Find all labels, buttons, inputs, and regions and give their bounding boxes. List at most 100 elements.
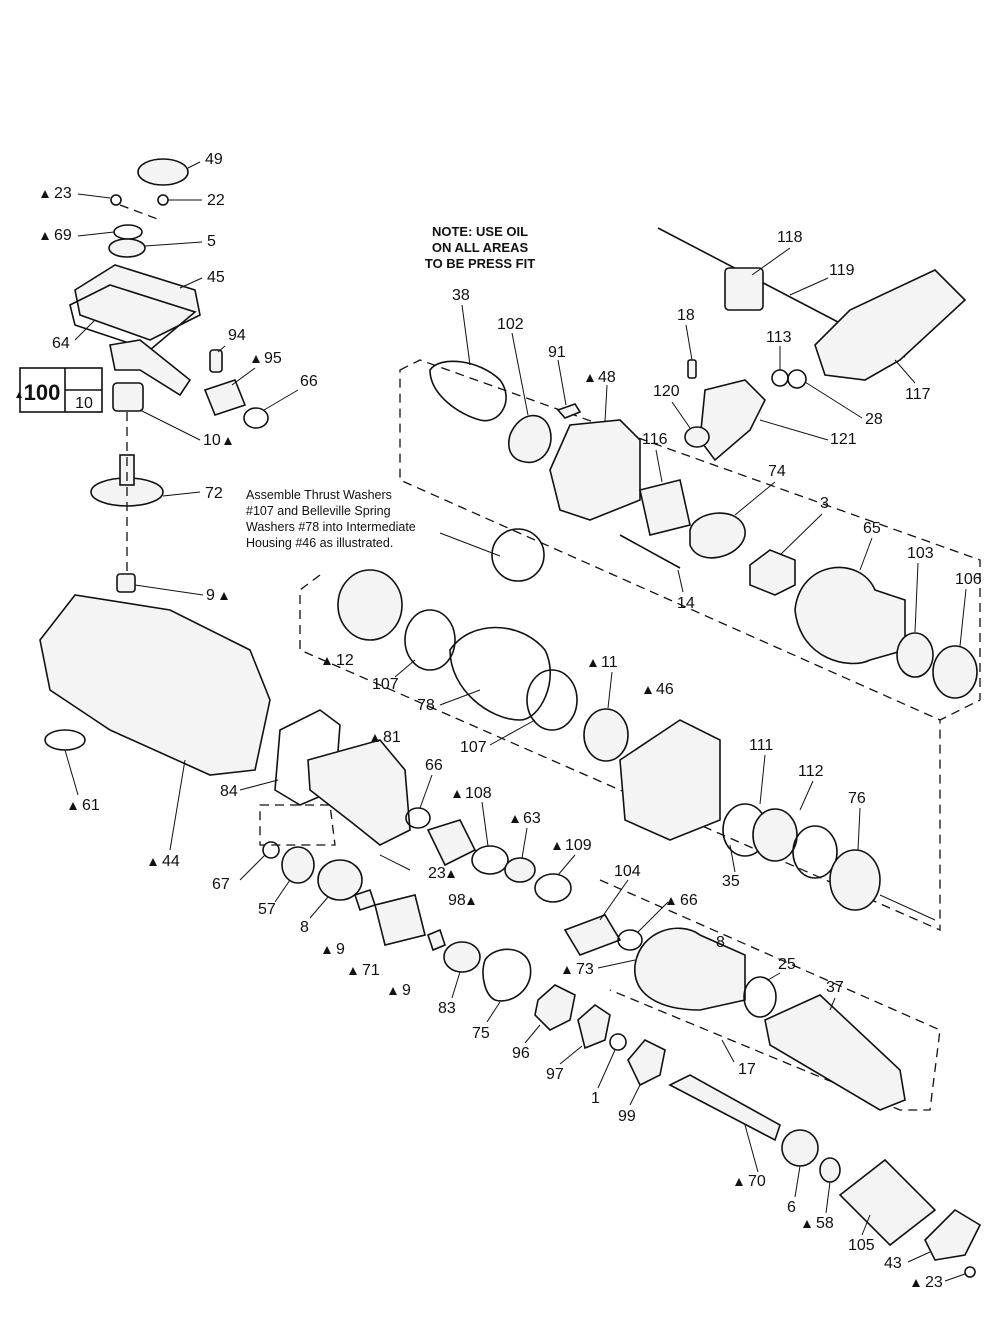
callout-116: 116 — [642, 431, 668, 448]
leader-111 — [759, 754, 766, 805]
callout-1: 1 — [591, 1090, 600, 1107]
part-66-o-ring-b — [405, 807, 431, 829]
kit-box-bottom: 10 — [75, 395, 93, 412]
leader-63 — [521, 827, 528, 859]
leader-23a — [77, 193, 111, 199]
leader-103 — [914, 562, 919, 633]
callout-58: 58 — [816, 1215, 834, 1232]
instruction-leader — [439, 532, 501, 557]
part-65-barrel — [794, 566, 906, 665]
middle-group-boundary — [299, 574, 941, 931]
leader-104 — [599, 879, 629, 921]
callout-61: 61 — [82, 797, 100, 814]
part-43-flange — [924, 1208, 982, 1261]
part-12-needle-bearing — [337, 569, 403, 641]
leader-70 — [744, 1124, 759, 1173]
tri-81 — [371, 734, 379, 742]
callout-14: 14 — [677, 595, 695, 612]
callout-99: 99 — [618, 1108, 636, 1125]
callout-49: 49 — [205, 151, 223, 168]
callout-73: 73 — [576, 961, 594, 978]
callout-23b: 23 — [428, 865, 446, 882]
callout-64: 64 — [52, 335, 70, 352]
leader-106 — [959, 588, 967, 647]
leader-25 — [767, 972, 781, 981]
callout-98: 98 — [448, 892, 466, 909]
callout-72: 72 — [205, 485, 223, 502]
kit-box-top: 100 — [24, 380, 61, 405]
tri-71 — [349, 967, 357, 975]
leader-121 — [759, 419, 829, 441]
leader-61 — [64, 749, 79, 796]
leader-49 — [187, 161, 201, 169]
part-8-bearing — [317, 859, 363, 901]
leader-35 — [729, 844, 736, 873]
leader-58 — [825, 1181, 831, 1214]
part-18-pin — [687, 359, 697, 379]
leader-105 — [861, 1214, 871, 1236]
callout-76: 76 — [848, 790, 866, 807]
part-71-shaft — [374, 894, 426, 946]
part-99-clutch — [627, 1039, 666, 1087]
part-22-screw — [157, 194, 169, 206]
leader-109 — [557, 854, 576, 876]
leader-1 — [597, 1049, 616, 1089]
leader-48 — [604, 384, 608, 423]
part-120-plunger — [684, 426, 710, 448]
part-102-washer — [508, 414, 552, 464]
part-104-ram — [563, 914, 622, 956]
note-line-1: NOTE: USE OIL — [432, 224, 528, 239]
detail-callout-circle — [491, 528, 545, 582]
callout-118: 118 — [777, 229, 803, 246]
leader-107b — [489, 719, 536, 746]
instruction-line-2: #107 and Belleville Spring — [246, 504, 391, 518]
callout-120: 120 — [653, 383, 680, 400]
callout-74: 74 — [768, 463, 786, 480]
part-45-cover-plate — [74, 264, 201, 341]
leader-3 — [779, 513, 823, 556]
leader-64 — [74, 319, 96, 341]
part-69-ring — [113, 224, 143, 240]
callout-108: 108 — [465, 785, 492, 802]
note-line-3: TO BE PRESS FIT — [425, 256, 535, 271]
callout-104: 104 — [614, 863, 641, 880]
callout-94: 94 — [228, 327, 246, 344]
axis-screws — [119, 204, 161, 221]
part-66-o-ring — [243, 407, 269, 429]
leader-8a — [309, 896, 329, 919]
callout-3: 3 — [820, 495, 829, 512]
part-9-bearing-c — [427, 928, 446, 952]
callout-91: 91 — [548, 344, 566, 361]
tri-23a — [41, 190, 49, 198]
callout-78: 78 — [417, 697, 435, 714]
tri-109 — [553, 842, 561, 850]
instruction-line-4: Housing #46 as illustrated. — [246, 536, 393, 550]
part-108-washer — [471, 845, 509, 875]
part-35-ring — [792, 825, 838, 879]
tri-23b — [447, 870, 455, 878]
leader-76 — [857, 807, 861, 851]
leader-112 — [799, 780, 814, 811]
leader-96 — [524, 1024, 541, 1044]
callout-28: 28 — [865, 411, 883, 428]
part-105-sleeve — [838, 1158, 937, 1247]
callout-66b: 66 — [425, 757, 443, 774]
tri-46 — [644, 686, 652, 694]
callout-8a: 8 — [300, 919, 309, 936]
tri-9b — [323, 946, 331, 954]
callout-96: 96 — [512, 1045, 530, 1062]
leader-116 — [655, 449, 663, 483]
callout-95: 95 — [264, 350, 282, 367]
callout-75: 75 — [472, 1025, 490, 1042]
leader-74 — [734, 481, 776, 516]
part-61-o-ring — [44, 729, 86, 751]
part-121-lever — [699, 379, 766, 462]
callout-105: 105 — [848, 1237, 875, 1254]
part-23-screw-b — [379, 854, 411, 871]
callout-9b: 9 — [336, 941, 345, 958]
callout-107b: 107 — [460, 739, 487, 756]
tri-23c — [912, 1279, 920, 1287]
part-57-gear — [281, 846, 315, 884]
part-49-cap — [137, 158, 189, 186]
callout-117: 117 — [905, 386, 931, 403]
